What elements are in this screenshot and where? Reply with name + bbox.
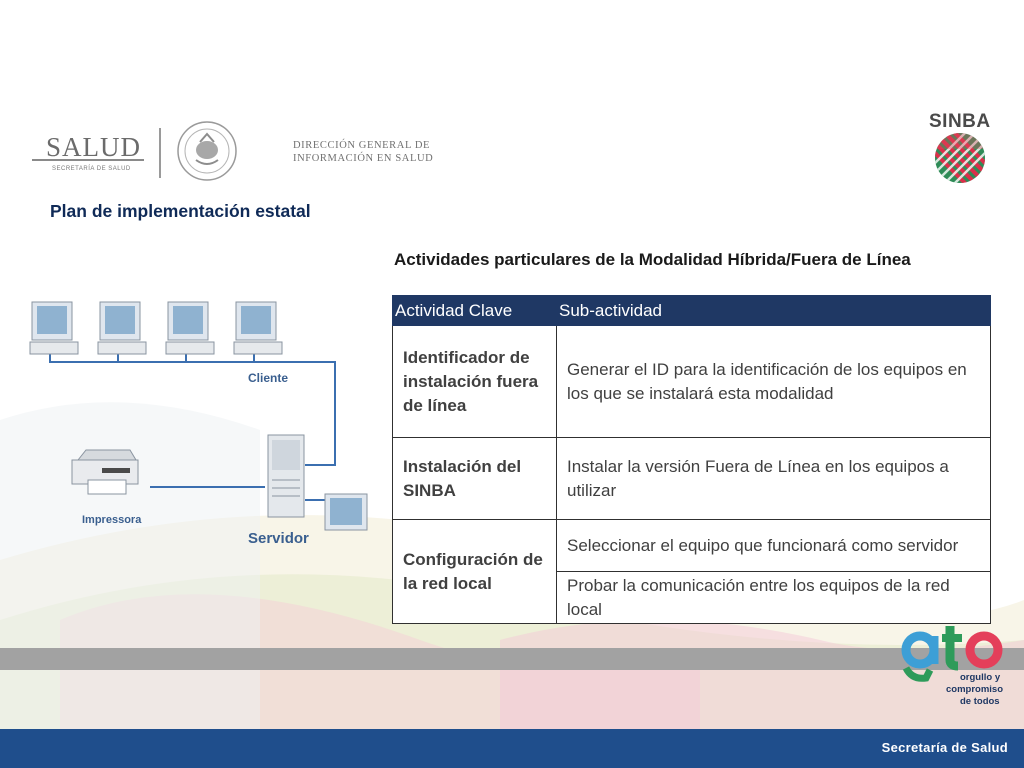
client-pc-icon bbox=[233, 301, 283, 355]
client-pc-icon bbox=[29, 301, 79, 355]
header-sub-actividad: Sub-actividad bbox=[556, 295, 991, 326]
sub-activity: Seleccionar el equipo que funcionará com… bbox=[556, 519, 991, 572]
printer-label: Impressora bbox=[82, 514, 142, 526]
table-row: Configuración de la red local Selecciona… bbox=[392, 519, 991, 624]
sinba-wordmark: SINBA bbox=[929, 111, 991, 132]
salud-underline bbox=[32, 159, 144, 161]
activities-table: Actividad Clave Sub-actividad Identifica… bbox=[392, 295, 991, 624]
client-label: Cliente bbox=[248, 371, 288, 385]
server-icon bbox=[267, 434, 305, 518]
salud-wordmark: SALUD bbox=[46, 132, 142, 162]
activity-key: Configuración de la red local bbox=[392, 519, 557, 624]
table-row: Identificador de instalación fuera de lí… bbox=[392, 325, 991, 438]
salud-subtitle: SECRETARÍA DE SALUD bbox=[52, 166, 131, 172]
footer-label: Secretaría de Salud bbox=[881, 740, 1008, 755]
client-pc-icon bbox=[97, 301, 147, 355]
mexico-seal-icon bbox=[177, 121, 237, 181]
activity-key: Instalación del SINBA bbox=[392, 437, 557, 520]
activities-title: Actividades particulares de la Modalidad… bbox=[394, 250, 911, 269]
header-divider bbox=[159, 128, 161, 178]
dgis-line-2: INFORMACIÓN EN SALUD bbox=[293, 153, 434, 164]
printer-icon bbox=[71, 449, 139, 495]
table-row: Instalación del SINBA Instalar la versió… bbox=[392, 437, 991, 520]
sub-activity: Probar la comunicación entre los equipos… bbox=[556, 571, 991, 624]
gto-logo: orgullo y compromiso de todos bbox=[901, 626, 1003, 707]
activity-key: Identificador de instalación fuera de lí… bbox=[392, 325, 557, 438]
table-header-row: Actividad Clave Sub-actividad bbox=[392, 295, 991, 326]
gto-line-1: orgullo y bbox=[960, 672, 1001, 683]
gto-line-2: compromiso bbox=[946, 684, 1003, 695]
server-label: Servidor bbox=[248, 530, 309, 547]
dgis-line-1: DIRECCIÓN GENERAL DE bbox=[293, 140, 431, 151]
network-diagram: Cliente Impressora Servidor bbox=[29, 301, 368, 547]
dgis-logo-text: DIRECCIÓN GENERAL DE INFORMACIÓN EN SALU… bbox=[293, 139, 433, 165]
footer-bar bbox=[0, 729, 1024, 768]
server-monitor-icon bbox=[324, 493, 368, 531]
gto-line-3: de todos bbox=[960, 696, 1000, 707]
salud-logo: SALUD SECRETARÍA DE SALUD bbox=[30, 128, 160, 180]
plan-title: Plan de implementación estatal bbox=[50, 201, 311, 221]
table-row: Probar la comunicación entre los equipos… bbox=[393, 571, 991, 624]
client-pc-icon bbox=[165, 301, 215, 355]
sinba-globe-icon bbox=[935, 133, 985, 183]
sub-activity: Generar el ID para la identificación de … bbox=[556, 325, 991, 438]
sub-activity: Instalar la versión Fuera de Línea en lo… bbox=[556, 437, 991, 520]
gray-band bbox=[0, 648, 1024, 670]
header-actividad-clave: Actividad Clave bbox=[392, 295, 557, 326]
